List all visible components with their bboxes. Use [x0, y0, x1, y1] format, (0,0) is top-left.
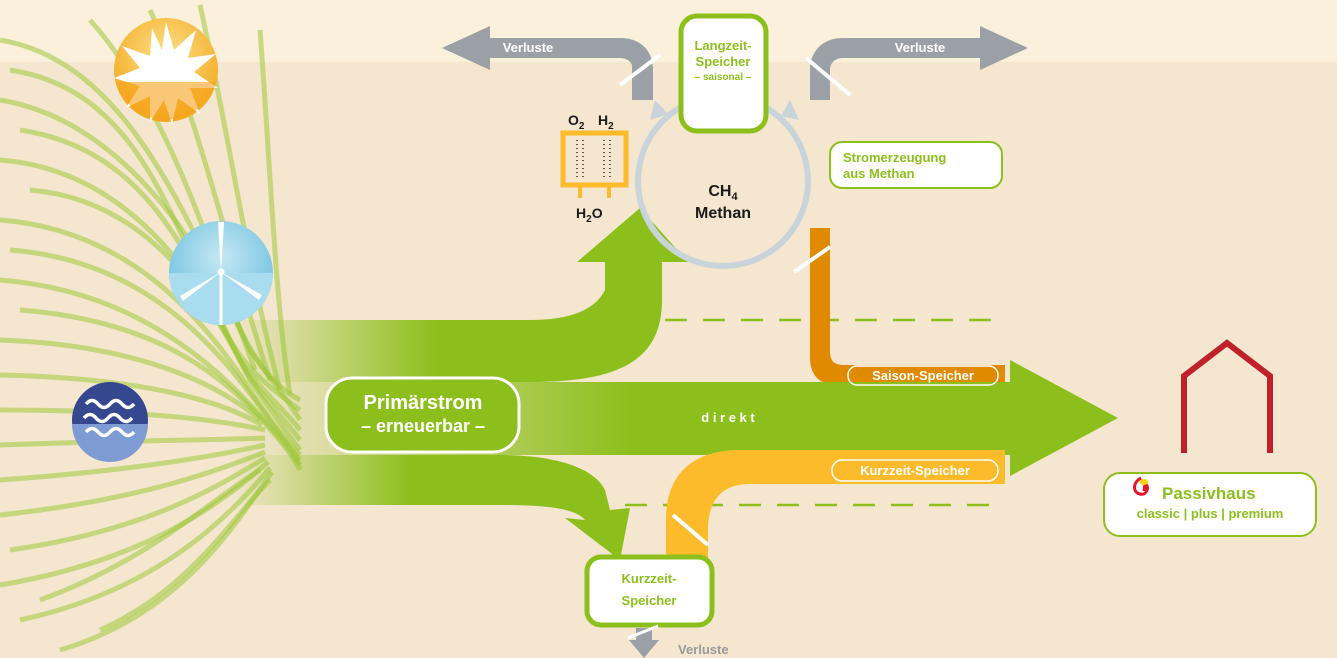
short-term-storage-flow [666, 450, 1005, 562]
top-band [0, 0, 1337, 62]
long-term-storage-box [678, 13, 769, 134]
passivhaus-logo-icon [1133, 476, 1149, 496]
losses-right-label: Verluste [895, 40, 946, 55]
primary-electricity-subtitle: – erneuerbar – [361, 416, 485, 436]
oxygen-label: O2 [568, 112, 585, 132]
water-label: H2O [576, 205, 603, 225]
methane-name: Methan [695, 205, 751, 222]
seasonal-storage-pill [847, 365, 999, 386]
primary-electricity-title: Primärstrom [364, 392, 483, 414]
wind-turbine-icon [169, 221, 273, 325]
power-from-methane-line-1: Stromerzeugung [843, 150, 946, 165]
long-term-storage-title-2: Speicher [696, 54, 751, 69]
house-icon [1181, 339, 1273, 453]
loss-arrow-right [804, 26, 1028, 100]
short-term-storage-title-2: Speicher [622, 593, 677, 608]
seasonal-storage-flow [810, 228, 1005, 385]
long-term-storage-subtitle: – saisonal – [695, 72, 752, 83]
short-term-storage-label: Kurzzeit-Speicher [860, 463, 970, 478]
loss-arrow-left [442, 26, 662, 100]
passive-house-title: Passivhaus [1162, 484, 1256, 503]
direct-flow-label: d i r e k t [701, 410, 755, 425]
methane-formula: CH4 [708, 183, 738, 203]
seasonal-loss-marker [792, 245, 832, 274]
passive-house-box [1103, 472, 1317, 537]
loss-arrow-bottom [627, 624, 659, 658]
sun-icon [114, 18, 218, 124]
long-term-storage-title-1: Langzeit- [694, 38, 751, 53]
power-from-methane-line-2: aus Methan [843, 166, 915, 181]
short-term-storage-title-1: Kurzzeit- [622, 571, 677, 586]
seasonal-storage-label: Saison-Speicher [872, 368, 974, 383]
short-term-storage-pill [831, 459, 999, 482]
hydrogen-label: H2 [598, 112, 614, 132]
losses-left-label: Verluste [503, 40, 554, 55]
passive-house-classes: classic | plus | premium [1137, 506, 1284, 521]
short-term-loss-marker [671, 513, 710, 547]
losses-bottom-label: Verluste [678, 642, 729, 657]
short-term-storage-box [584, 554, 715, 628]
water-waves-icon [72, 382, 148, 462]
primary-electricity-box [324, 376, 521, 454]
electrolysis-cell-icon [560, 130, 629, 198]
power-from-methane-box [829, 141, 1003, 189]
